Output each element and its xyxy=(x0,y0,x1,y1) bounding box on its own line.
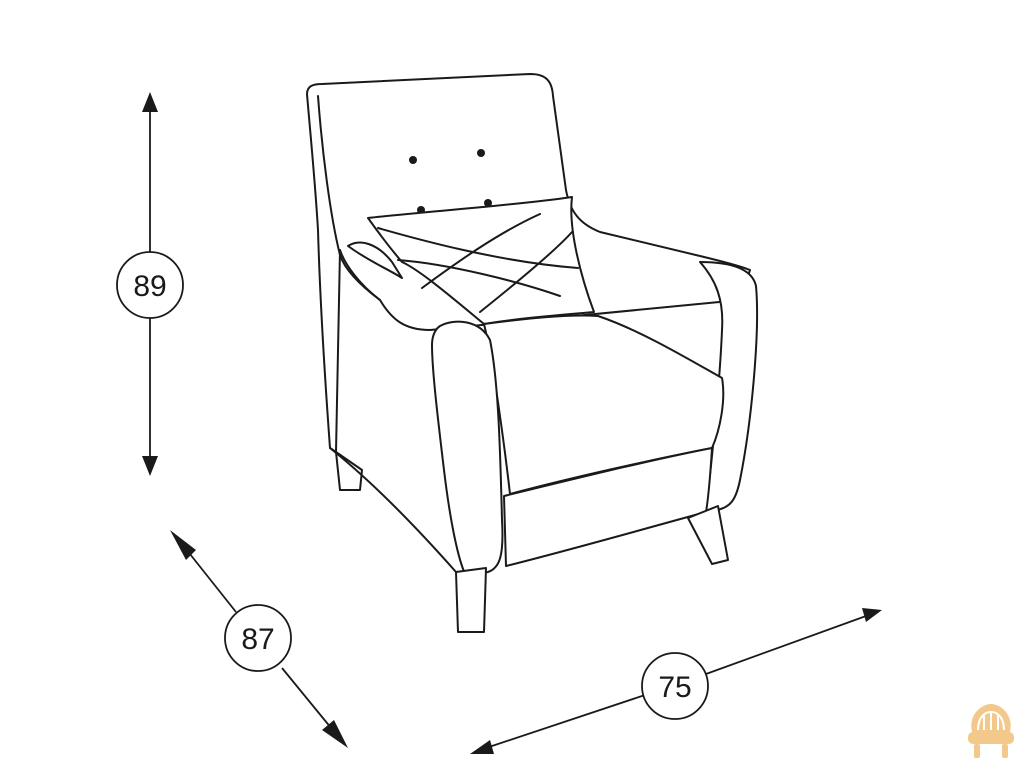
width-line-right xyxy=(705,615,867,675)
seat-cushion xyxy=(483,314,725,495)
leg-front-left xyxy=(455,567,487,633)
depth-line-lower xyxy=(281,667,337,735)
width-label-circle xyxy=(641,652,709,720)
width-label: 75 xyxy=(658,671,691,704)
width-line-left xyxy=(485,694,646,749)
back-inner-edge xyxy=(317,95,381,301)
height-arrow-bottom xyxy=(142,456,158,476)
width-arrow-left xyxy=(470,740,494,754)
armchair-drawing xyxy=(306,73,759,633)
leg-back-left xyxy=(335,451,363,491)
width-dimension: 75 xyxy=(470,608,882,754)
height-label-circle xyxy=(116,251,184,319)
height-arrow-top xyxy=(142,92,158,112)
depth-label-circle xyxy=(224,604,292,672)
tuft-button-1 xyxy=(409,156,417,164)
depth-label: 87 xyxy=(241,623,274,656)
depth-dimension: 87 xyxy=(170,530,348,748)
pillow-seam-1 xyxy=(377,227,579,269)
pillow-seam-3 xyxy=(421,213,541,289)
pillow-back-fold xyxy=(347,241,403,279)
tuft-button-2 xyxy=(477,149,485,157)
height-dimension: 89 xyxy=(116,92,184,476)
width-arrow-right xyxy=(862,608,882,622)
height-label: 89 xyxy=(133,270,166,303)
arm-left-side xyxy=(329,447,457,573)
tuft-button-4 xyxy=(484,199,492,207)
depth-arrow-lower xyxy=(322,720,348,748)
pillow-seam-4 xyxy=(479,231,573,313)
throw-pillow xyxy=(367,196,595,325)
depth-line-upper xyxy=(181,543,237,613)
leg-front-right xyxy=(687,505,729,565)
armchair-logo-icon xyxy=(968,704,1014,758)
pillow-seam-2 xyxy=(397,259,561,297)
seat-front-rail xyxy=(503,447,713,567)
arm-right xyxy=(699,261,759,511)
depth-arrow-upper xyxy=(170,530,196,560)
arm-left xyxy=(431,320,504,577)
